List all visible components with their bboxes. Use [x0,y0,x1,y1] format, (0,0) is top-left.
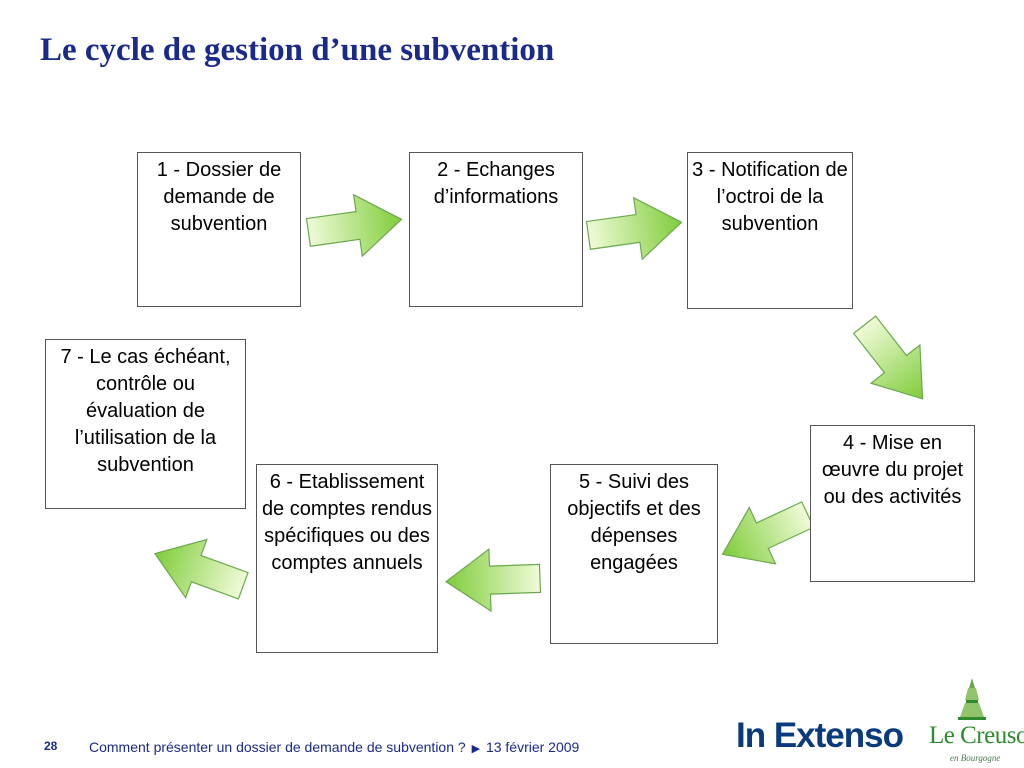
in-extenso-logo: In Extenso [736,716,904,755]
step-6-label: 6 - Etablissement de comptes rendus spéc… [261,471,433,574]
step-2-label: 2 - Echanges d’informations [433,159,559,208]
footer-caption-text: Comment présenter un dossier de demande … [89,739,466,755]
step-6-box: 6 - Etablissement de comptes rendus spéc… [256,464,438,653]
arrow-2-to-3 [585,196,683,261]
arrow-5-to-6 [444,547,542,613]
step-4-label: 4 - Mise en œuvre du projet ou des activ… [821,432,964,508]
page-number: 28 [44,739,58,753]
slide-title: Le cycle de gestion d’une subvention [40,32,555,68]
arrow-4-to-5 [721,501,815,565]
step-3-label: 3 - Notification de l’octroi de la subve… [692,159,848,235]
le-creusot-name: Le Creusot [929,722,1024,749]
arrow-3-to-4 [852,315,924,400]
arrow-6-to-7 [153,538,249,600]
step-5-label: 5 - Suivi des objectifs et des dépenses … [567,471,701,574]
step-2-box: 2 - Echanges d’informations [409,152,583,307]
footer-date: 13 février 2009 [485,739,580,755]
step-3-box: 3 - Notification de l’octroi de la subve… [687,152,853,309]
step-4-box: 4 - Mise en œuvre du projet ou des activ… [810,425,975,582]
step-7-box: 7 - Le cas échéant, contrôle ou évaluati… [45,339,246,509]
step-1-box: 1 - Dossier de demande de subvention [137,152,301,307]
step-5-box: 5 - Suivi des objectifs et des dépenses … [550,464,718,644]
step-1-label: 1 - Dossier de demande de subvention [156,159,282,235]
footer-caption: Comment présenter un dossier de demande … [89,739,579,755]
step-7-label: 7 - Le cas échéant, contrôle ou évaluati… [60,346,231,476]
arrow-1-to-2 [305,193,403,258]
tower-icon [958,678,986,720]
triangle-right-icon: ▶ [471,743,481,755]
le-creusot-logo: Le Creusot en Bourgogne [922,676,1024,768]
le-creusot-subtitle: en Bourgogne [950,753,1001,763]
